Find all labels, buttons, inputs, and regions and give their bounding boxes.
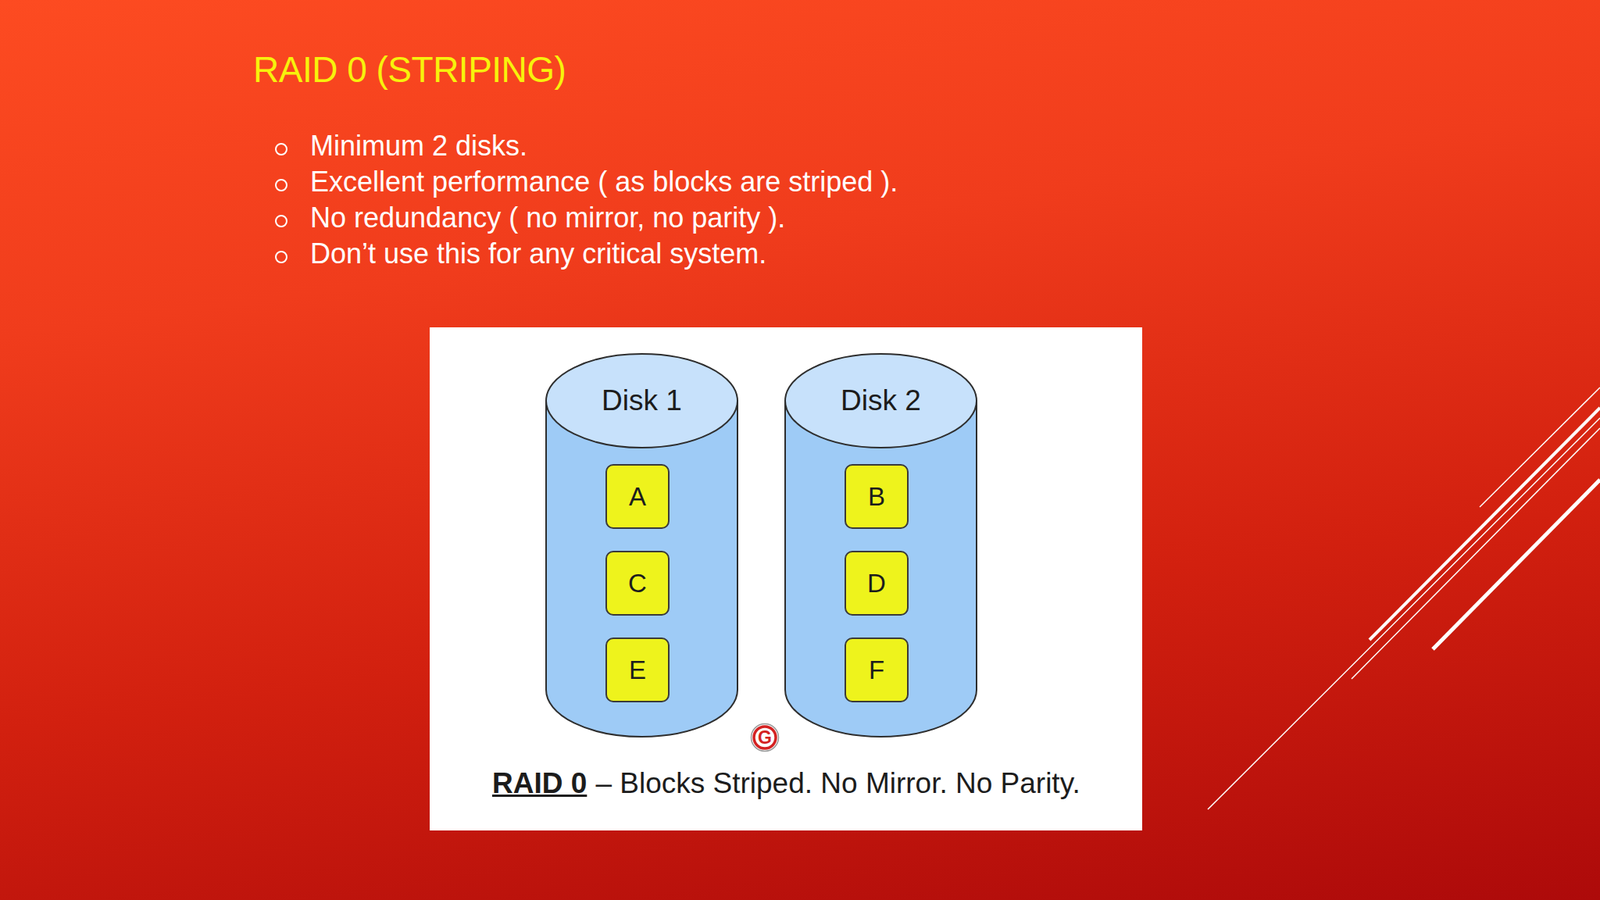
data-block: F [844, 637, 909, 703]
data-block: C [605, 550, 670, 616]
block-letter: E [628, 657, 647, 683]
caption-text: – Blocks Striped. No Mirror. No Parity. [595, 767, 1080, 800]
cylinder-top [546, 353, 738, 448]
bullet-marker [275, 251, 287, 263]
bullet-text: Excellent performance ( as blocks are st… [310, 164, 898, 200]
block-letter: A [628, 483, 647, 510]
deco-line [1207, 417, 1600, 810]
corner-lines [1207, 387, 1600, 810]
data-block: D [844, 550, 909, 616]
caption-heading: RAID 0 [492, 767, 587, 800]
data-block: B [844, 464, 909, 529]
block-letter: F [868, 657, 885, 683]
disk-label: Disk 2 [840, 384, 922, 418]
logo-mark: G [750, 722, 780, 753]
deco-line [1369, 407, 1600, 640]
block-letter: D [867, 570, 886, 597]
disk-node: Disk 1 A C E [544, 352, 740, 739]
cylinder-body [785, 400, 977, 737]
bullet-text: Minimum 2 disks. [310, 128, 898, 165]
bullet-marker [275, 215, 287, 227]
data-block: E [605, 637, 670, 703]
bullet-list: Minimum 2 disks.Excellent performance ( … [310, 128, 898, 272]
bullet-marker [275, 179, 287, 191]
block-letter: B [867, 483, 886, 510]
cylinder-top [785, 353, 977, 448]
disk-node: Disk 2 B D F [783, 352, 979, 739]
cylinder-body [546, 400, 738, 737]
bullet-text: Don’t use this for any critical system. [310, 235, 898, 272]
bullet-markers [275, 143, 287, 263]
logo-inner [753, 726, 776, 749]
slide-title: RAID 0 (STRIPING) [253, 51, 566, 88]
bullet-text: No redundancy ( no mirror, no parity ). [310, 200, 898, 236]
disk-label-holder: Disk 2 [783, 352, 979, 450]
caption-line: RAID 0– Blocks Striped. No Mirror. No Pa… [492, 767, 1081, 800]
block-letter: C [628, 570, 647, 597]
disk-label: Disk 1 [601, 384, 683, 418]
logo-letter: G [757, 728, 772, 747]
title-holder: RAID 0 (STRIPING) [253, 51, 566, 88]
disk-label-holder: Disk 1 [544, 352, 740, 450]
deco-line [1351, 428, 1600, 679]
deco-line [1432, 479, 1600, 650]
logo-outer [751, 724, 779, 752]
data-block: A [605, 464, 670, 529]
bullet-marker [275, 143, 287, 155]
